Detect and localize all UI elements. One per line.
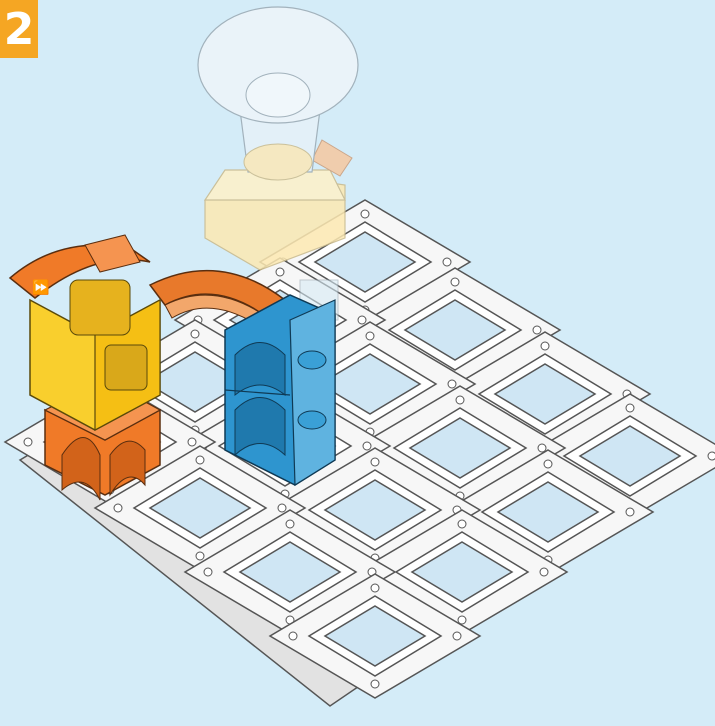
yellow-trigger-block: ⏩ xyxy=(10,235,160,430)
fast-forward-icon: ⏩ xyxy=(32,279,49,296)
blue-stacked-blocks xyxy=(225,295,335,485)
step-number-badge: 2 xyxy=(0,0,38,58)
